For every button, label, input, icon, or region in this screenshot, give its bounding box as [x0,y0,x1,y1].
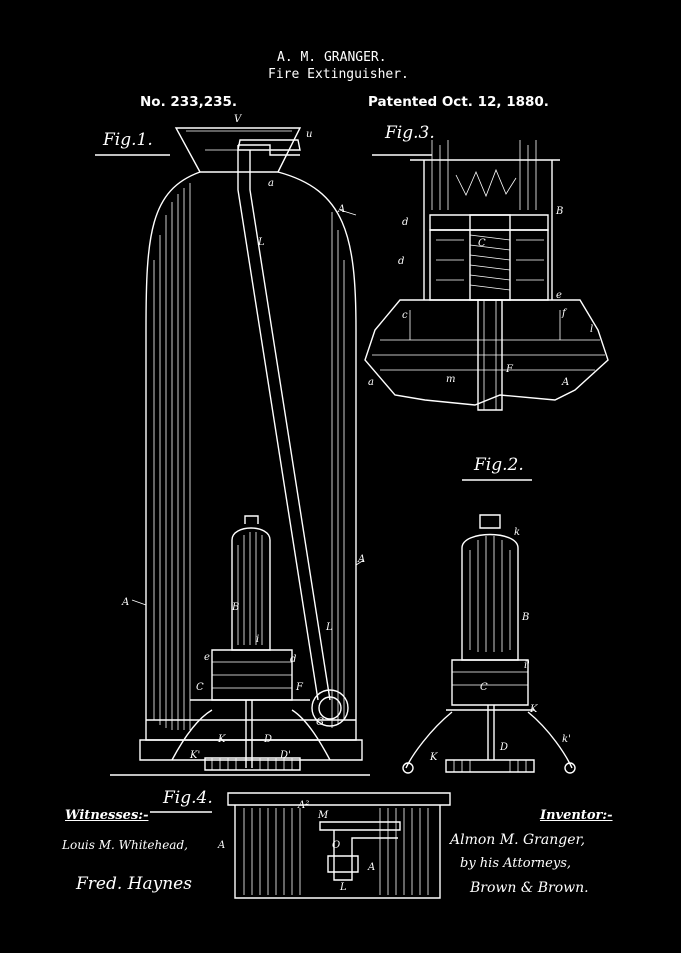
svg-text:k': k' [562,734,571,745]
svg-text:B: B [521,612,529,623]
svg-text:A: A [357,554,365,565]
svg-text:D': D' [279,750,291,761]
inventor-heading: A. M. GRANGER. [277,50,387,65]
svg-text:i: i [256,634,259,645]
svg-text:c: c [402,310,408,321]
svg-text:B: B [555,206,563,217]
svg-text:m: m [446,374,455,385]
svg-text:K: K [529,704,538,715]
svg-text:C: C [480,682,488,693]
svg-text:e: e [204,652,210,663]
svg-text:f: f [561,308,568,319]
svg-text:D: D [499,742,508,753]
svg-text:d: d [398,256,404,267]
svg-text:a: a [268,178,274,189]
svg-text:O: O [332,840,340,851]
fig4-label: Fig.4. [163,788,213,808]
svg-text:G: G [316,717,324,728]
patent-date: Patented Oct. 12, 1880. [368,94,549,110]
attorneys-line: by his Attorneys, [460,856,571,871]
svg-text:L: L [325,622,333,633]
svg-text:l: l [590,324,593,335]
svg-text:B: B [231,602,239,613]
witnesses-label: Witnesses:- [65,808,149,823]
svg-text:L: L [339,882,347,893]
svg-text:K: K [217,734,226,745]
svg-text:C: C [196,682,204,693]
svg-text:F: F [505,364,514,375]
svg-text:a: a [368,377,374,388]
svg-text:L: L [257,237,265,248]
svg-text:d: d [402,217,408,228]
svg-text:A: A [337,204,345,215]
svg-text:K': K' [189,750,200,761]
fig3-label: Fig.3. [385,123,435,143]
svg-text:A: A [121,597,129,608]
fig2-label: Fig.2. [474,455,524,475]
svg-text:u: u [306,129,312,140]
witness-1-signature: Louis M. Whitehead, [62,838,188,852]
svg-text:k: k [514,527,520,538]
patent-number: No. 233,235. [140,94,238,110]
svg-text:D: D [263,734,272,745]
svg-text:A: A [561,377,569,388]
inventor-signature: Almon M. Granger, [450,832,586,848]
svg-text:e: e [556,290,562,301]
fig1-label: Fig.1. [103,130,153,150]
fig4-head-drawing: A² M O A L A [217,792,451,899]
fig1-extinguisher-drawing: V u a A L A A B L i e d C K K' D D' F G [110,114,370,776]
witness-2-signature: Fred. Haynes [76,874,192,894]
svg-text:d: d [290,654,296,665]
svg-text:M: M [317,810,329,821]
svg-text:F: F [295,682,304,693]
svg-text:A: A [217,840,225,851]
attorneys-name: Brown & Brown. [470,880,589,896]
svg-text:K: K [429,752,438,763]
inventor-label: Inventor:- [540,808,613,823]
fig2-bottle-assembly-drawing: k B i' C K k' K D [402,514,576,774]
svg-text:i': i' [524,660,530,671]
svg-text:A²: A² [297,800,309,811]
fig3-section-drawing: B d d C c e l f a m F A [364,140,609,411]
svg-text:V: V [234,114,243,125]
svg-text:C: C [478,238,486,249]
patent-title: Fire Extinguisher. [268,67,409,82]
svg-text:A: A [367,862,375,873]
